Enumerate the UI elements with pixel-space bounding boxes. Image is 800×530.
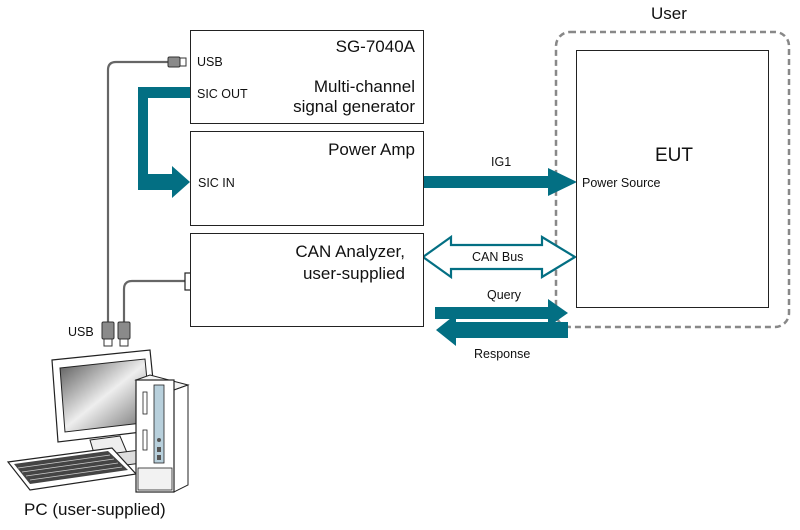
usb-cable-can bbox=[122, 279, 186, 322]
sic-in-port-label: SIC IN bbox=[198, 176, 235, 190]
usb-connector-icon bbox=[101, 321, 131, 347]
response-label: Response bbox=[474, 347, 531, 361]
signal-generator-desc-line2: signal generator bbox=[293, 97, 415, 116]
power-amp-title: Power Amp bbox=[328, 140, 415, 159]
sic-out-port-label: SIC OUT bbox=[197, 87, 248, 101]
monitor-icon bbox=[51, 349, 159, 471]
eut-box: EUT Power Source bbox=[576, 50, 769, 308]
pc-caption: PC (user-supplied) bbox=[24, 500, 166, 519]
pc-usb-label: USB bbox=[68, 325, 94, 339]
power-amp-box: Power Amp SIC IN bbox=[190, 131, 424, 226]
keyboard-icon bbox=[6, 447, 138, 491]
ig1-label: IG1 bbox=[491, 155, 512, 169]
eut-title: EUT bbox=[655, 145, 693, 166]
tower-case-icon bbox=[134, 374, 190, 493]
usb-cable-sg bbox=[106, 60, 170, 322]
usb-port-label: USB bbox=[197, 55, 223, 69]
pc-computer-icon bbox=[6, 349, 190, 493]
power-source-port-label: Power Source bbox=[582, 176, 661, 190]
signal-generator-desc-line1: Multi-channel bbox=[313, 77, 415, 96]
user-region-label: User bbox=[651, 4, 687, 23]
can-bus-label: CAN Bus bbox=[472, 250, 524, 264]
ig1-arrow bbox=[424, 168, 577, 196]
can-analyzer-title-line1: CAN Analyzer, bbox=[295, 242, 405, 261]
user-region-border bbox=[554, 30, 791, 329]
query-arrow bbox=[435, 299, 568, 327]
can-analyzer-box: CAN Analyzer, user-supplied bbox=[190, 233, 424, 327]
usb-connector-icon bbox=[167, 56, 187, 68]
query-label: Query bbox=[487, 288, 522, 302]
response-arrow bbox=[436, 314, 568, 346]
signal-generator-box: SG-7040A USB SIC OUT Multi-channel signa… bbox=[190, 30, 424, 124]
signal-generator-model: SG-7040A bbox=[335, 37, 415, 56]
sic-signal-arrow bbox=[138, 87, 192, 198]
can-analyzer-title-line2: user-supplied bbox=[302, 264, 405, 283]
can-bus-arrow bbox=[421, 234, 578, 280]
